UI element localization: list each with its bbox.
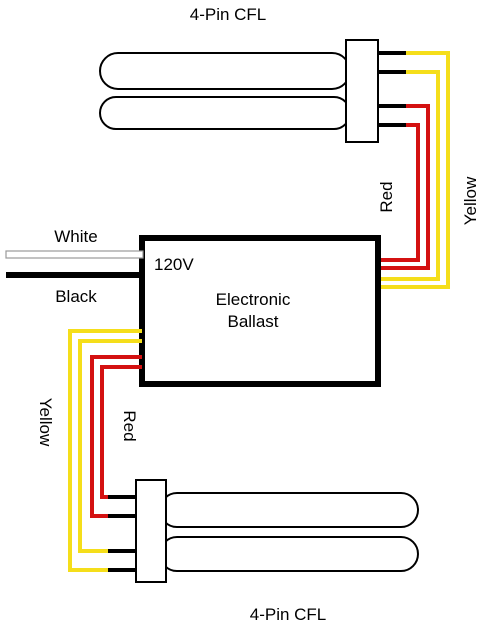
bottom-yellow-wire-label: Yellow [36, 398, 55, 447]
top-lamp-base [345, 39, 379, 143]
top-cfl-lamp [99, 39, 406, 143]
top-yellow-wire-outer [378, 51, 450, 289]
bottom-lamp-pins [108, 495, 136, 572]
white-wire-label: White [54, 227, 97, 246]
supply-wires [5, 250, 144, 278]
top-red-wire-outer [378, 104, 430, 270]
bottom-cfl-lamp [108, 479, 419, 583]
bottom-yellow-wire-inner [78, 339, 142, 553]
top-red-wire-label: Red [377, 181, 396, 212]
ballast-name-line2: Ballast [227, 312, 278, 331]
bottom-yellow-wire-outer [68, 329, 142, 572]
white-supply-wire [5, 250, 144, 259]
ballast-voltage-label: 120V [154, 255, 194, 274]
top-yellow-wire-label: Yellow [461, 176, 480, 225]
top-lamp-tube-lower [99, 96, 351, 130]
ballast-box [139, 235, 381, 387]
ballast-name-line1: Electronic [216, 290, 291, 309]
bottom-lamp-title: 4-Pin CFL [250, 605, 327, 624]
bottom-red-wire-inner [100, 365, 142, 499]
top-lamp-pins [378, 51, 406, 127]
top-yellow-wire-inner [378, 70, 440, 281]
bottom-lamp-base [135, 479, 167, 583]
top-lamp-title: 4-Pin CFL [190, 5, 267, 24]
top-lamp-tube-upper [99, 52, 351, 90]
bottom-red-wire-outer [90, 355, 142, 518]
bottom-lamp-tube-lower [159, 536, 419, 572]
bottom-red-wire-label: Red [120, 410, 139, 441]
black-wire-label: Black [55, 287, 97, 306]
top-red-wire-inner [378, 123, 420, 262]
bottom-wires [68, 329, 142, 572]
top-wires [378, 51, 450, 289]
bottom-lamp-tube-upper [159, 492, 419, 528]
